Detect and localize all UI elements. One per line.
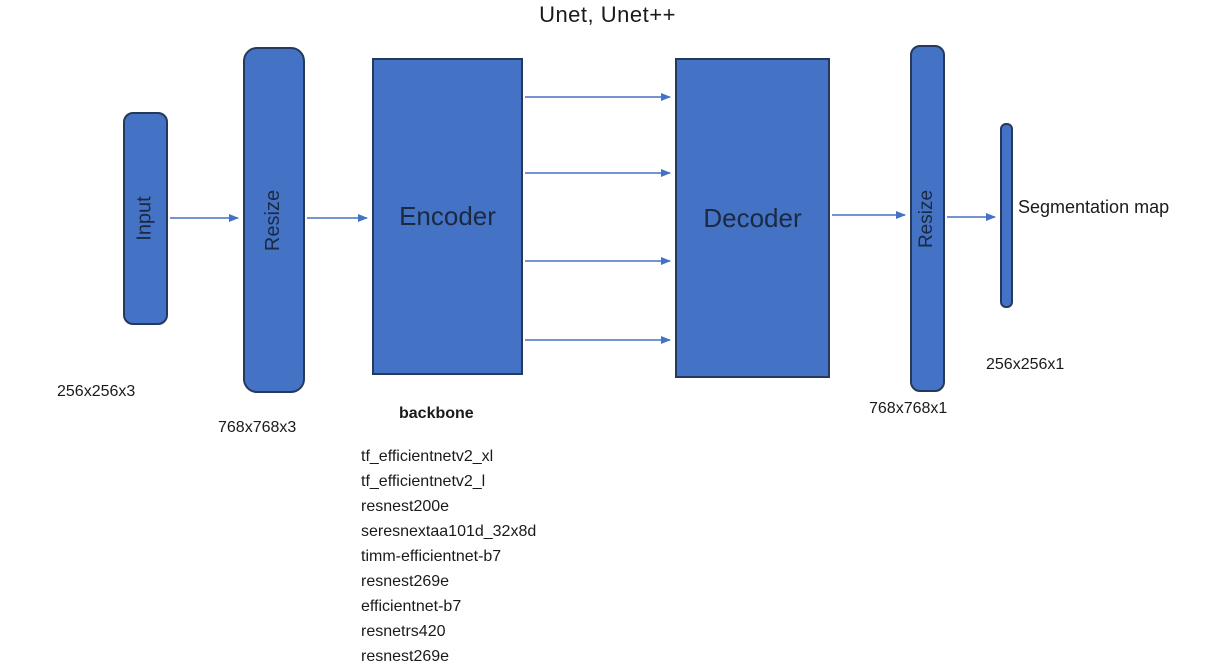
backbone-item: resnest200e bbox=[361, 498, 450, 515]
decoder-node-label: Decoder bbox=[703, 202, 802, 233]
backbone-item: tf_efficientnetv2_xl bbox=[361, 448, 494, 465]
input-node-label: Input bbox=[134, 196, 157, 241]
segmentation-map-node bbox=[1000, 123, 1013, 308]
backbone-item: resnetrs420 bbox=[361, 623, 446, 640]
backbone-item: resnest269e bbox=[361, 573, 450, 590]
resize-input-node-label: Resize bbox=[262, 189, 285, 251]
resize-input-node: Resize bbox=[243, 47, 305, 393]
diagram-title: Unet, Unet++ bbox=[539, 2, 676, 27]
input-node: Input bbox=[123, 112, 168, 325]
output-dims-label: 256x256x1 bbox=[986, 356, 1065, 373]
segmentation-map-label: Segmentation map bbox=[1018, 197, 1170, 217]
backbone-item: resnest269e bbox=[361, 648, 450, 664]
resize-output-dims-label: 768x768x1 bbox=[869, 400, 948, 417]
resize-input-dims-label: 768x768x3 bbox=[218, 419, 297, 436]
resize-output-node: Resize bbox=[910, 45, 945, 392]
backbone-item: timm-efficientnet-b7 bbox=[361, 548, 502, 565]
decoder-node: Decoder bbox=[675, 58, 830, 378]
input-dims-label: 256x256x3 bbox=[57, 383, 136, 400]
backbone-item: efficientnet-b7 bbox=[361, 598, 462, 615]
encoder-node-label: Encoder bbox=[399, 201, 496, 231]
encoder-node: Encoder bbox=[372, 58, 523, 375]
backbone-list: tf_efficientnetv2_xl tf_efficientnetv2_l… bbox=[361, 444, 536, 664]
backbone-heading: backbone bbox=[399, 405, 474, 422]
resize-output-node-label: Resize bbox=[916, 189, 938, 248]
backbone-item: seresnextaa101d_32x8d bbox=[361, 523, 537, 540]
backbone-item: tf_efficientnetv2_l bbox=[361, 473, 486, 490]
